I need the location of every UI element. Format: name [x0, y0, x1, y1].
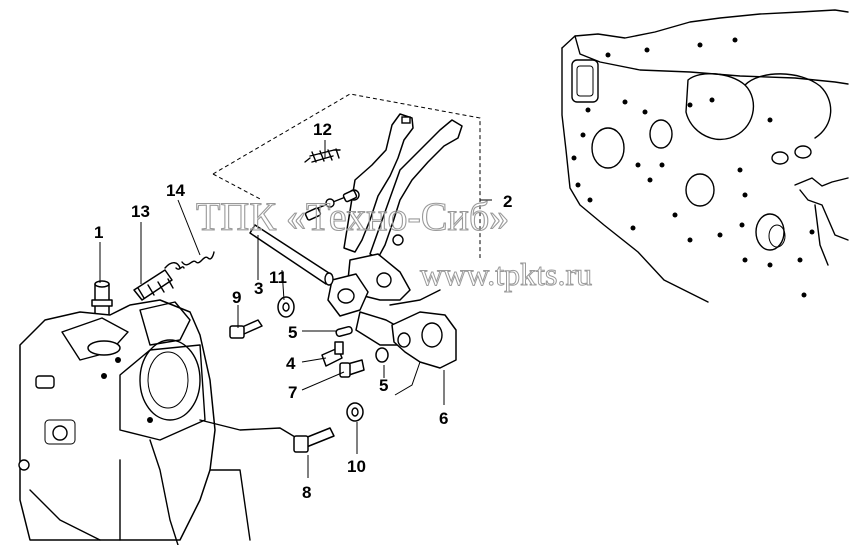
callout-10: 10	[347, 457, 366, 476]
callout-5-upper: 5	[288, 323, 297, 342]
callout-1: 1	[94, 223, 103, 242]
lever-assembly	[327, 113, 463, 346]
leader-lines	[99, 140, 445, 478]
lever-fittings	[304, 189, 358, 221]
pin-5a	[335, 325, 353, 338]
housing-part	[18, 299, 301, 545]
spring-13	[133, 262, 181, 301]
bolt-4	[321, 341, 344, 367]
assembly-bracket-lines	[212, 93, 492, 258]
spring-14	[175, 251, 215, 270]
spring-12	[304, 148, 341, 163]
washer-10	[346, 402, 364, 422]
callout-9: 9	[232, 288, 241, 307]
callout-13: 13	[131, 202, 150, 221]
nut-5b	[375, 347, 389, 363]
watermark-title: ТПК «Техно-Сиб»	[196, 194, 509, 239]
engine-block	[561, 9, 849, 303]
shaft-part	[249, 224, 334, 286]
bolt-7	[339, 359, 365, 378]
bracket-part	[391, 311, 457, 396]
callout-12: 12	[313, 120, 332, 139]
callout-7: 7	[288, 383, 297, 402]
callout-14: 14	[166, 181, 185, 200]
bolt-8	[293, 427, 335, 453]
watermark-url: www.tpkts.ru	[420, 256, 592, 292]
callout-3: 3	[254, 279, 263, 298]
callout-11: 11	[269, 268, 287, 287]
callout-2: 2	[503, 192, 512, 211]
callout-6: 6	[439, 409, 448, 428]
bolt-9	[229, 319, 263, 339]
callout-5-lower: 5	[379, 376, 388, 395]
callout-8: 8	[302, 483, 311, 502]
callout-4: 4	[286, 354, 296, 373]
washer-11	[277, 296, 295, 318]
